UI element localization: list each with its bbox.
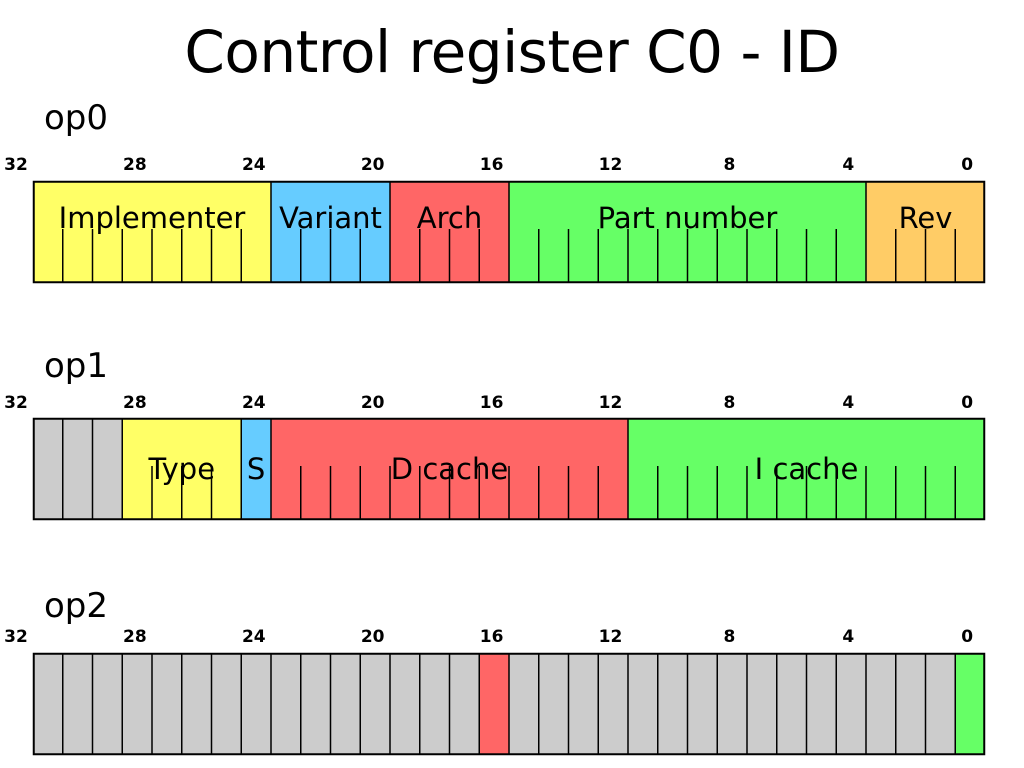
bit-tick-label: 20 [360, 627, 385, 647]
bit-field-gray [509, 653, 956, 755]
register-outline [32, 652, 986, 756]
bit-tick-label: 12 [598, 627, 623, 647]
bit-field-gray [33, 653, 480, 755]
bit-tick-label: 24 [241, 155, 266, 175]
bit-tick-label: 16 [479, 155, 504, 175]
page-title: Control register C0 - ID [184, 18, 840, 86]
bit-tick-label: 4 [842, 393, 855, 413]
bit-tick-label: 0 [961, 627, 974, 647]
bit-field-s [241, 418, 271, 520]
bit-tick-label: 16 [479, 627, 504, 647]
bit-tick-label: 12 [598, 393, 623, 413]
bit-tick-label: 0 [961, 393, 974, 413]
bit-tick-label: 8 [723, 627, 736, 647]
bit-tick-label: 8 [723, 393, 736, 413]
bit-tick-label: 12 [598, 155, 623, 175]
bit-tick-label: 4 [842, 627, 855, 647]
bit-tick-label: 8 [723, 155, 736, 175]
bit-tick-label: 20 [360, 393, 385, 413]
bit-tick-label: 28 [123, 393, 147, 413]
bit-tick-label: 32 [4, 155, 28, 175]
bit-tick-label: 20 [360, 155, 385, 175]
bit-tick-label: 4 [842, 155, 855, 175]
bit-tick-label: 32 [4, 393, 28, 413]
register-outline [32, 180, 986, 284]
register-outline [32, 417, 986, 521]
register-label-op1: op1 [44, 346, 109, 386]
bit-tick-label: 32 [4, 627, 28, 647]
bit-tick-label: 24 [241, 393, 266, 413]
bit-tick-label: 24 [241, 627, 266, 647]
register-label-op0: op0 [44, 98, 109, 138]
bit-field-green [955, 653, 985, 755]
register-label-op2: op2 [44, 586, 109, 626]
bit-field-gray [33, 418, 123, 520]
bit-tick-label: 28 [123, 155, 147, 175]
bit-tick-label: 28 [123, 627, 147, 647]
register-bar-graphic [32, 652, 986, 756]
register-bar-graphic [32, 180, 986, 284]
register-bar-op2 [32, 652, 986, 756]
bit-tick-label: 0 [961, 155, 974, 175]
bit-field-red [479, 653, 509, 755]
bit-tick-label: 16 [479, 393, 504, 413]
register-bar-graphic [32, 417, 986, 521]
